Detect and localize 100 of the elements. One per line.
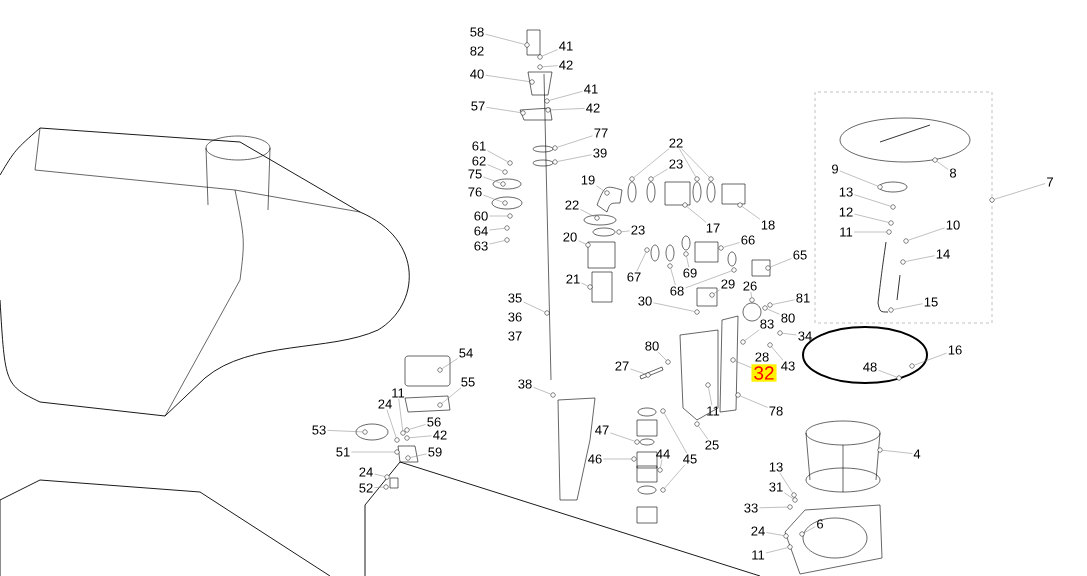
- leader-line: [386, 409, 397, 438]
- callout-number: 60: [474, 211, 488, 221]
- callout-number: 30: [638, 296, 652, 306]
- leader-line: [905, 255, 935, 262]
- callout-number: 56: [427, 417, 441, 427]
- callout-number: 12: [839, 207, 853, 217]
- callout-number: 78: [769, 406, 783, 416]
- callout-number: 55: [461, 377, 475, 387]
- leader-line: [723, 242, 740, 248]
- leader-line: [633, 148, 670, 178]
- leader-line: [374, 486, 384, 488]
- leader-line: [735, 360, 752, 368]
- part-point: [552, 145, 558, 151]
- callout-number: 69: [683, 268, 697, 278]
- callout-number: 33: [744, 503, 758, 513]
- leader-line: [784, 492, 794, 499]
- callout-number: 41: [584, 84, 598, 94]
- part-point: [585, 242, 591, 248]
- leader-line: [398, 398, 403, 431]
- part-point: [502, 169, 508, 175]
- callout-number: 59: [428, 447, 442, 457]
- callout-number: 57: [471, 101, 485, 111]
- part-point: [730, 357, 736, 363]
- leader-line: [636, 252, 647, 272]
- part-point: [504, 225, 510, 231]
- callout-number: 42: [559, 60, 573, 70]
- part-point: [524, 42, 530, 48]
- callout-number: 17: [706, 223, 720, 233]
- leader-line: [441, 358, 458, 369]
- callout-number: 42: [433, 430, 447, 440]
- callout-number: 81: [796, 293, 810, 303]
- leader-line: [686, 256, 690, 268]
- part-point: [500, 181, 506, 187]
- part-point: [587, 284, 593, 290]
- part-point: [648, 176, 654, 182]
- part-point: [631, 456, 637, 462]
- part-point: [520, 110, 526, 116]
- part-point: [767, 302, 773, 308]
- callout-number: 64: [474, 226, 488, 236]
- leader-line: [487, 164, 503, 172]
- callout-number: 22: [565, 200, 579, 210]
- callout-number: 66: [741, 235, 755, 245]
- part-point: [886, 229, 892, 235]
- callout-number: 46: [588, 454, 602, 464]
- part-point: [504, 237, 510, 243]
- callout-number: 47: [595, 425, 609, 435]
- leader-line: [630, 368, 646, 375]
- part-point: [550, 392, 556, 398]
- part-point: [799, 531, 805, 537]
- leader-line: [854, 194, 891, 207]
- callout-number: 51: [336, 447, 350, 457]
- part-point: [405, 455, 411, 461]
- callout-number: 10: [946, 220, 960, 230]
- part-point: [604, 190, 610, 196]
- leader-line: [770, 258, 792, 268]
- leader-line: [610, 432, 635, 442]
- callout-number: 80: [781, 313, 795, 323]
- part-point: [507, 160, 513, 166]
- part-point: [783, 533, 789, 539]
- leader-line: [327, 430, 363, 433]
- part-point: [932, 157, 938, 163]
- leader-line: [713, 289, 720, 294]
- part-point: [437, 402, 443, 408]
- callout-number: 22: [669, 138, 683, 148]
- callout-number: 23: [669, 159, 683, 169]
- leader-line: [740, 395, 768, 408]
- callout-number: 39: [593, 148, 607, 158]
- callout-number: 23: [631, 225, 645, 235]
- part-point: [909, 363, 915, 369]
- part-point: [404, 435, 410, 441]
- highlighted-callout-number: 32: [751, 364, 777, 382]
- part-point: [629, 176, 635, 182]
- part-point: [616, 229, 622, 235]
- part-point: [762, 305, 768, 311]
- leader-line: [882, 450, 913, 454]
- leader-line: [994, 183, 1046, 200]
- leader-line: [489, 228, 505, 231]
- leader-line: [664, 464, 686, 489]
- part-point: [791, 492, 797, 498]
- part-point: [660, 487, 666, 493]
- leader-line: [523, 301, 545, 313]
- part-point: [437, 367, 443, 373]
- callout-number: 25: [705, 440, 719, 450]
- part-point: [709, 292, 715, 298]
- callout-number: 24: [751, 526, 765, 536]
- leader-line: [854, 213, 889, 223]
- callout-number: 35: [508, 293, 522, 303]
- callout-number: 4: [913, 449, 921, 459]
- part-point: [708, 176, 714, 182]
- part-point: [552, 159, 558, 165]
- callout-number: 11: [707, 406, 720, 416]
- callout-number: 43: [781, 361, 795, 371]
- callout-number: 53: [312, 425, 326, 435]
- leader-line: [578, 240, 586, 245]
- part-point: [705, 382, 711, 388]
- leader-line: [670, 268, 676, 286]
- leader-line: [744, 329, 760, 341]
- leader-line: [936, 161, 949, 170]
- part-point: [737, 202, 743, 208]
- leader-line: [782, 333, 797, 336]
